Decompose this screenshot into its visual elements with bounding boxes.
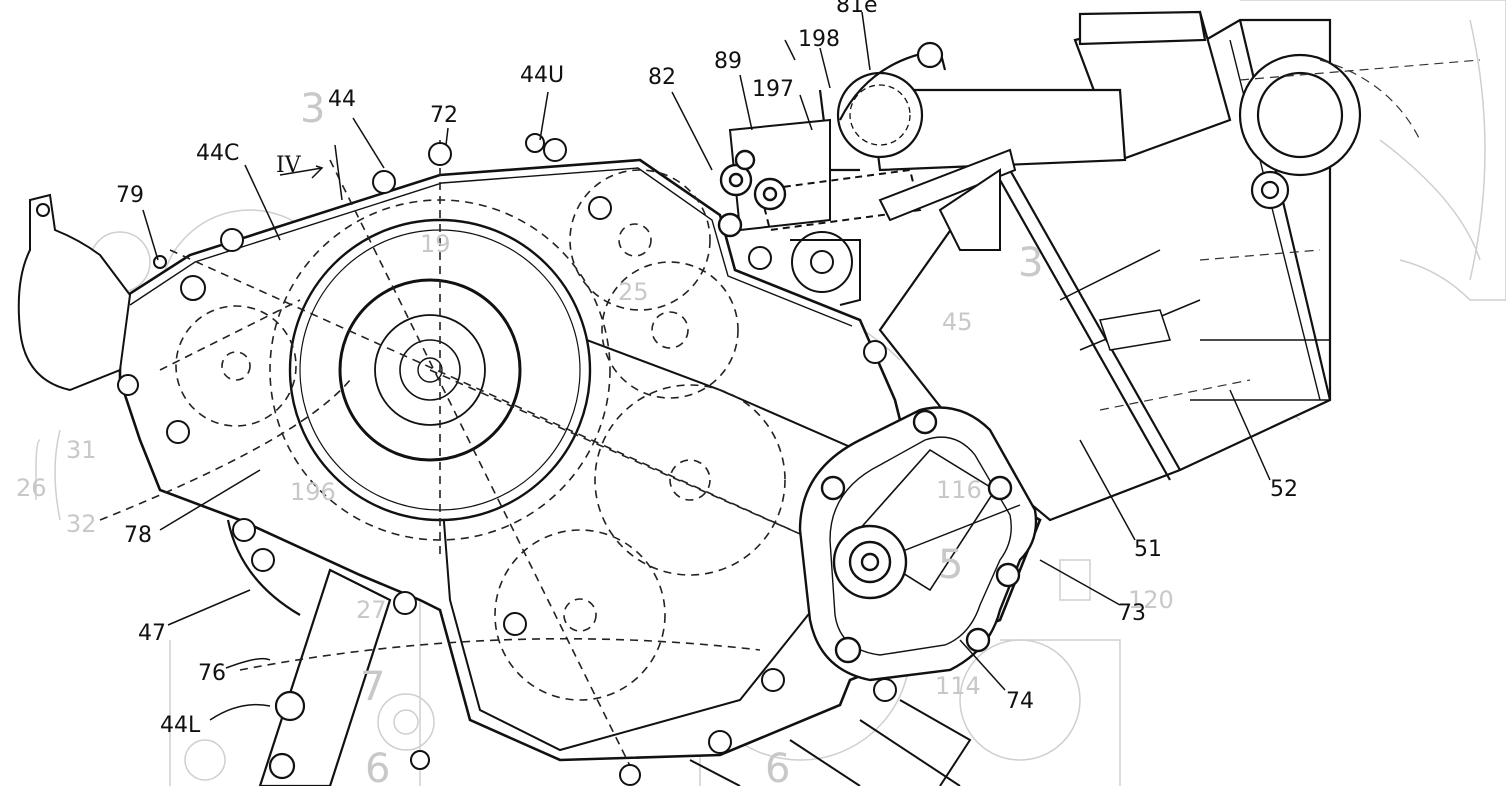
ghost-label-196: 196 bbox=[290, 478, 336, 506]
cover-bolts bbox=[117, 133, 897, 786]
ghost-label-31: 31 bbox=[66, 436, 97, 464]
label-73: 73 bbox=[1118, 601, 1146, 626]
ghost-label-120: 120 bbox=[1128, 586, 1174, 614]
ghost-label-32: 32 bbox=[66, 510, 97, 538]
label-44u: 44U bbox=[520, 63, 564, 88]
ghost-label-6a: 6 bbox=[365, 746, 390, 786]
label-72: 72 bbox=[430, 103, 458, 128]
label-81e: 81e bbox=[836, 0, 878, 18]
label-82: 82 bbox=[648, 65, 676, 90]
lower-struts bbox=[689, 699, 972, 787]
label-74: 74 bbox=[1006, 689, 1034, 714]
intake-pipe bbox=[818, 10, 1232, 172]
ghost-label-6b: 6 bbox=[765, 746, 790, 786]
ghost-label-5: 5 bbox=[938, 542, 963, 588]
label-47: 47 bbox=[138, 621, 166, 646]
label-44c: 44C bbox=[196, 141, 239, 166]
label-44l: 44L bbox=[160, 713, 201, 738]
ghost-label-27: 27 bbox=[356, 596, 387, 624]
ghost-labels: 3 3 45 26 31 32 19 196 25 7 6 6 5 114 11… bbox=[16, 86, 1174, 791]
ghost-label-25: 25 bbox=[618, 278, 649, 306]
leader-lines bbox=[142, 11, 1271, 721]
ghost-label-7: 7 bbox=[360, 664, 385, 710]
label-197: 197 bbox=[752, 77, 794, 102]
label-76: 76 bbox=[198, 661, 226, 686]
left-mount bbox=[17, 193, 167, 392]
cylinder-dashed-details bbox=[1099, 59, 1481, 411]
ghost-label-26: 26 bbox=[16, 474, 47, 502]
label-iv: IV bbox=[276, 153, 302, 178]
label-44: 44 bbox=[328, 87, 356, 112]
label-198: 198 bbox=[798, 27, 840, 52]
throttle-body bbox=[728, 118, 1017, 306]
ghost-label-3b: 3 bbox=[1018, 240, 1043, 286]
tensioner-rollers bbox=[717, 149, 787, 238]
ghost-label-3a: 3 bbox=[300, 86, 325, 132]
label-79: 79 bbox=[116, 183, 144, 208]
ghost-label-116: 116 bbox=[936, 476, 982, 504]
ghost-label-45: 45 bbox=[942, 308, 973, 336]
label-78: 78 bbox=[124, 523, 152, 548]
hidden-gears bbox=[99, 140, 961, 787]
cylinder-block bbox=[878, 18, 1362, 522]
reference-labels: 44 72 44U 82 89 197 198 81e 44C IV 79 78… bbox=[116, 0, 1298, 738]
label-52: 52 bbox=[1270, 477, 1298, 502]
ghost-label-19: 19 bbox=[420, 230, 451, 258]
lower-bracket bbox=[226, 519, 392, 788]
output-cover bbox=[798, 406, 1038, 682]
label-89: 89 bbox=[714, 49, 742, 74]
label-51: 51 bbox=[1134, 537, 1162, 562]
ghost-label-114: 114 bbox=[935, 672, 981, 700]
